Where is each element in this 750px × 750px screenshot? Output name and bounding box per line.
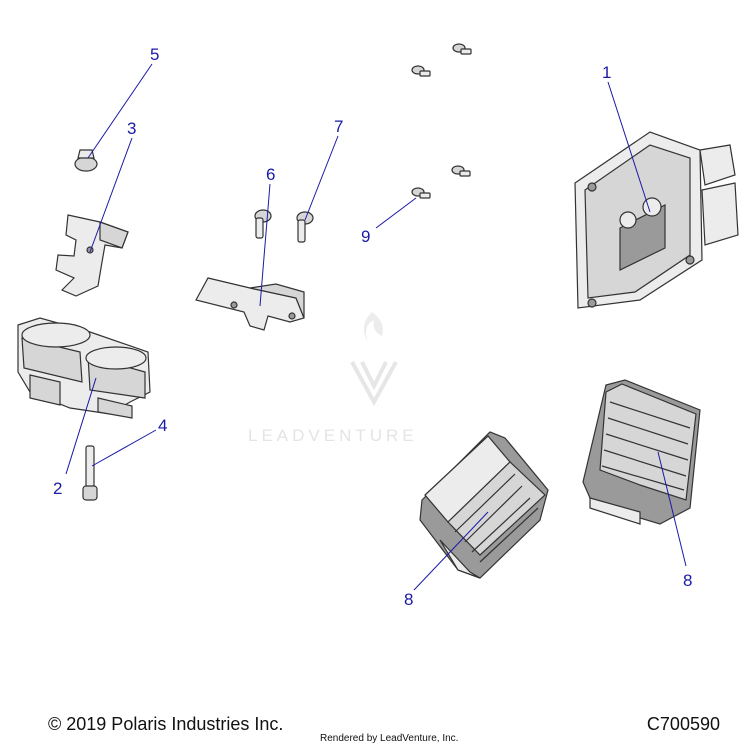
ecu-module xyxy=(574,131,739,309)
callout-6: 6 xyxy=(266,165,275,184)
mounting-bracket xyxy=(195,277,305,331)
callout-7: 7 xyxy=(334,117,343,136)
leader-lines xyxy=(65,63,687,591)
callouts: 1 2 3 4 5 6 7 8 8 9 xyxy=(53,45,692,609)
leader-3 xyxy=(89,137,133,253)
callout-5: 5 xyxy=(150,45,159,64)
callout-4: 4 xyxy=(158,416,167,435)
watermark-logo xyxy=(350,312,398,407)
callout-8-left: 8 xyxy=(404,590,413,609)
coil-bracket xyxy=(55,214,129,297)
callout-8-right: 8 xyxy=(683,571,692,590)
bolt-long xyxy=(82,445,98,501)
flange-nut xyxy=(74,149,98,172)
callout-9: 9 xyxy=(361,227,370,246)
screw-2 xyxy=(411,65,431,77)
leader-9 xyxy=(375,197,417,229)
callout-1: 1 xyxy=(602,63,611,82)
voltage-regulator-left xyxy=(419,431,549,579)
stud-right xyxy=(296,211,314,243)
ignition-coil xyxy=(17,317,151,419)
callout-2: 2 xyxy=(53,479,62,498)
screw-1 xyxy=(452,43,472,55)
leader-5 xyxy=(87,63,153,159)
voltage-regulator-right xyxy=(582,379,701,525)
callout-3: 3 xyxy=(127,119,136,138)
leader-8a xyxy=(413,511,489,591)
rendered-by-text: Rendered by LeadVenture, Inc. xyxy=(320,733,459,744)
screw-4 xyxy=(411,187,431,199)
leader-2 xyxy=(65,377,97,475)
watermark-text: LEADVENTURE xyxy=(248,426,418,445)
copyright-text: © 2019 Polaris Industries Inc. xyxy=(48,714,284,734)
watermark: LEADVENTURE xyxy=(248,312,418,445)
leader-6 xyxy=(259,183,271,307)
drawing-code: C700590 xyxy=(646,714,720,734)
leader-4 xyxy=(91,429,157,467)
leader-1 xyxy=(607,81,651,213)
leader-8b xyxy=(657,451,687,567)
screw-3 xyxy=(451,165,471,177)
stud-left xyxy=(254,209,272,239)
leader-7 xyxy=(304,135,339,221)
